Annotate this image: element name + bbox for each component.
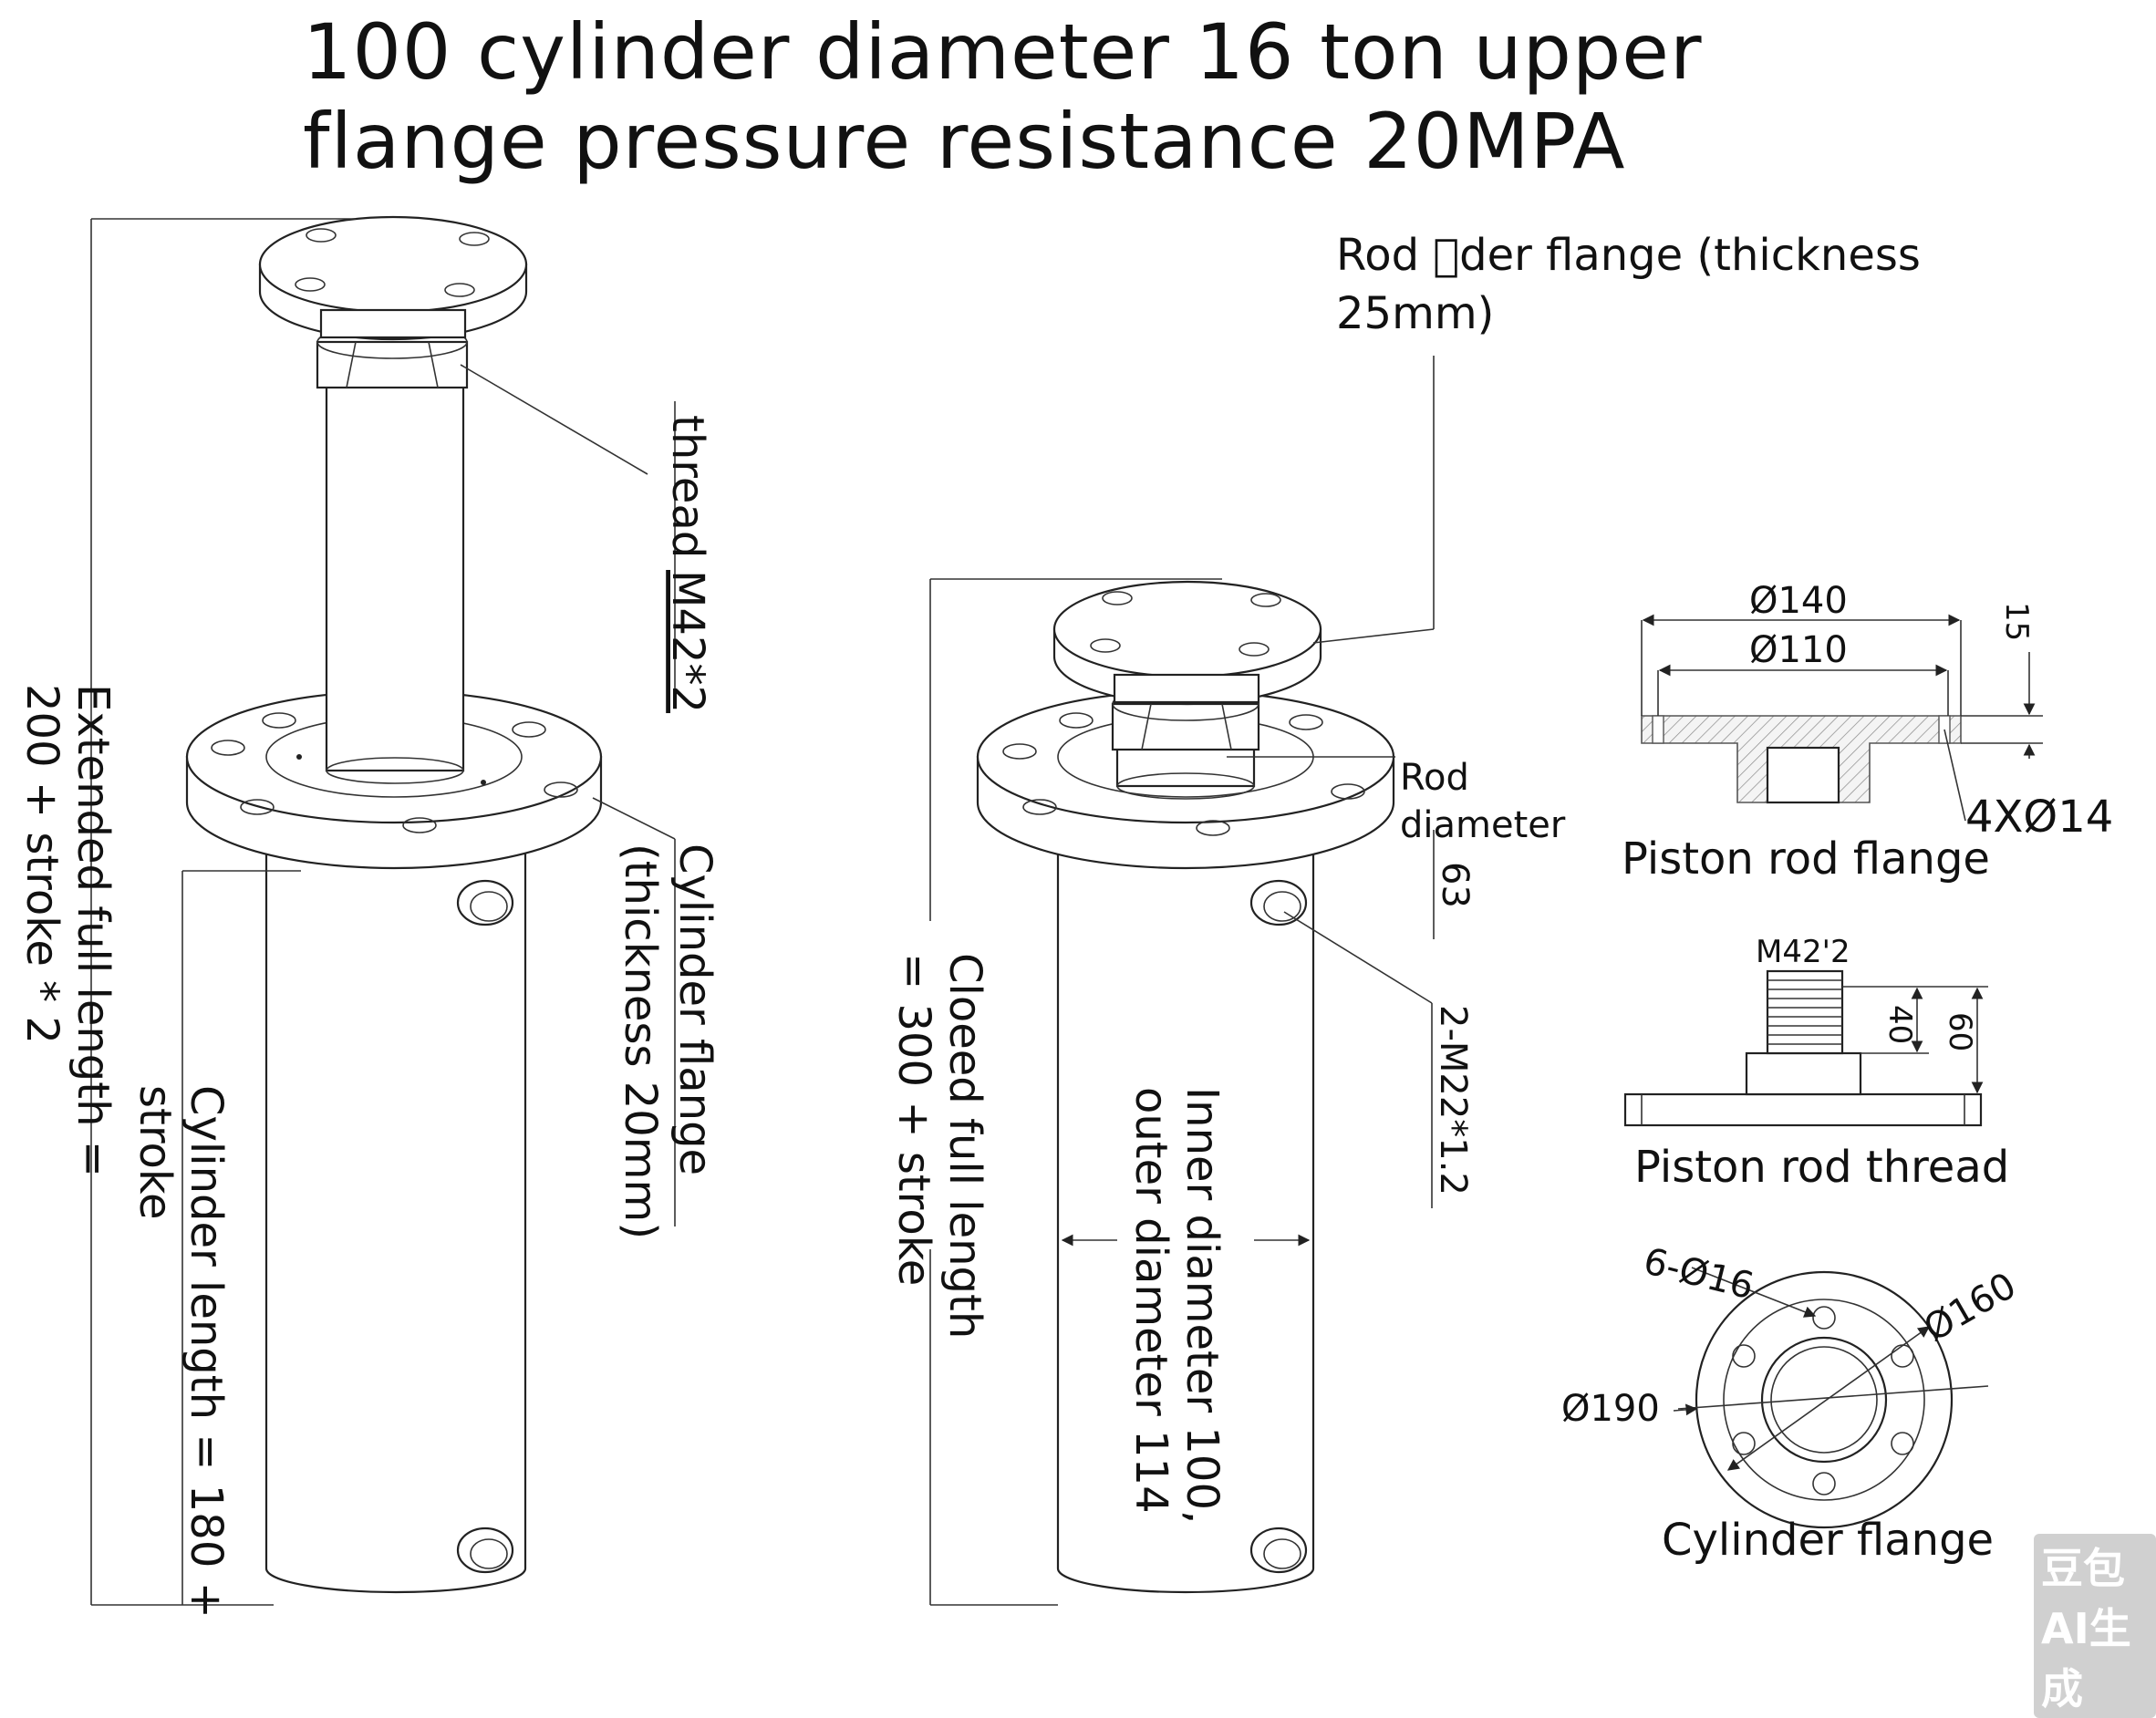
rod-diameter-value: 63 xyxy=(1434,862,1476,908)
port-spec: 2-M22*1.2 xyxy=(1432,1005,1474,1195)
rod-flange-thickness: 15 xyxy=(1998,602,2035,641)
rod-flange-caption: Piston rod flange xyxy=(1622,833,1990,885)
thread-spec: M42*2 xyxy=(662,570,713,713)
middle-lower-port xyxy=(1249,1527,1308,1574)
rod-thread-dim-b: 60 xyxy=(1942,1012,1978,1051)
middle-cylinder-flange xyxy=(976,689,1395,870)
cyl-flange-caption: Cylinder flange xyxy=(1662,1515,1994,1566)
rod-flange-label-line2: 25mm) xyxy=(1336,288,1494,339)
rod-diameter-label-line1: Rod xyxy=(1400,757,1469,799)
technical-drawing: thread M42*2 Cylinder flange (thickness … xyxy=(16,215,2113,1617)
rod-flange-outer-dia: Ø140 xyxy=(1749,580,1848,622)
cylinder-length-line2: stroke xyxy=(130,1085,181,1220)
closed-length-line1: Cloeed full length xyxy=(939,953,990,1339)
middle-cylinder-view: Rod  der flange (thickness 25mm) Rod dia… xyxy=(888,230,1921,1606)
cylinder-flange-thickness: (thickness 20mm) xyxy=(615,843,666,1239)
left-upper-port xyxy=(456,879,514,926)
extended-length-line2: 200 + stroke * 2 xyxy=(16,684,67,1044)
thread-label: thread xyxy=(662,415,713,558)
cyl-flange-bolt-circle: Ø160 xyxy=(1917,1265,2023,1351)
cyl-flange-outer-dia: Ø190 xyxy=(1561,1388,1660,1430)
left-piston-rod xyxy=(325,363,465,772)
rod-diameter-label-line2: diameter xyxy=(1400,804,1566,846)
rod-thread-caption: Piston rod thread xyxy=(1634,1142,2009,1193)
diameter-line1: Inner diameter 100, xyxy=(1176,1087,1228,1524)
middle-rod-flange xyxy=(1052,580,1322,706)
middle-cylinder-body xyxy=(1056,819,1315,1594)
title-line-2: flange pressure resistance 20MPA xyxy=(303,97,1626,186)
left-rod-nut xyxy=(316,325,469,389)
rod-flange-inner-dia: Ø110 xyxy=(1749,629,1848,671)
detail-cylinder-flange: 6-Ø16 Ø160 Ø190 Cylinder flange xyxy=(1561,1240,2023,1566)
detail-piston-rod-flange: Ø140 Ø110 15 4XØ14 Piston rod flange xyxy=(1622,580,2113,885)
cylinder-flange-label: Cylinder flange xyxy=(669,843,720,1175)
watermark: 豆包AI生成 xyxy=(2034,1534,2156,1718)
rod-flange-label-line1: Rod  der flange (thickness xyxy=(1336,230,1921,281)
left-cylinder-body xyxy=(264,828,527,1594)
rod-thread-spec: M42'2 xyxy=(1756,934,1850,970)
detail-piston-rod-thread: M42'2 40 60 Piston rod thread xyxy=(1623,934,2009,1193)
rod-thread-dim-a: 40 xyxy=(1881,1005,1918,1044)
thread-lines xyxy=(1767,979,1842,1045)
left-lower-port xyxy=(456,1527,514,1574)
left-rod-flange xyxy=(258,215,528,341)
middle-upper-port xyxy=(1249,879,1308,926)
cyl-flange-holes: 6-Ø16 xyxy=(1640,1240,1758,1308)
page-title: 100 cylinder diameter 16 ton upper flang… xyxy=(303,7,1853,186)
cylinder-length-line1: Cylinder length = 180 + xyxy=(181,1085,232,1617)
closed-length-line2: = 300 + stroke xyxy=(888,953,939,1286)
rod-flange-holes: 4XØ14 xyxy=(1965,792,2113,843)
left-cylinder-view: thread M42*2 Cylinder flange (thickness … xyxy=(16,215,720,1617)
title-line-1: 100 cylinder diameter 16 ton upper xyxy=(303,7,1703,97)
diameter-line2: outer diameter 114 xyxy=(1125,1087,1176,1514)
extended-length-line1: Extended full length = xyxy=(67,684,119,1177)
